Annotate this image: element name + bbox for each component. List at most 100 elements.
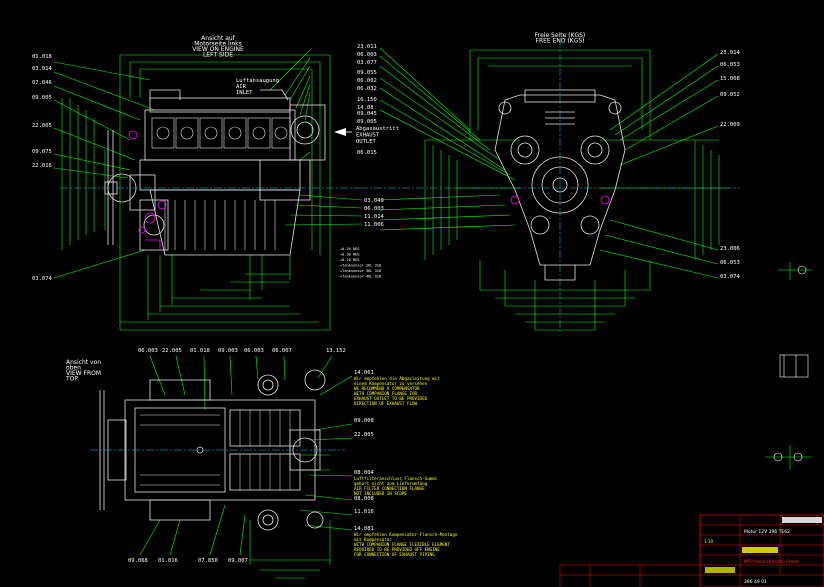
top-note-exhaust-piping: Wir empfehlen Kompensator-Flansch-Montag… <box>354 532 458 557</box>
callout-label: 08.004 <box>354 470 375 476</box>
callout-label: 09.045 <box>357 111 377 117</box>
callout-label: 01.016 <box>158 558 178 564</box>
callout-label: 11.006 <box>364 222 384 228</box>
callout-label: 03.074 <box>720 274 741 280</box>
callout-label: 06.032 <box>357 86 377 92</box>
callout-label: 06.003 <box>244 348 264 354</box>
callout-label: 03.074 <box>32 276 53 282</box>
titleblock-sheet-number: 396 49 01 <box>744 579 767 585</box>
callout-label: 06.015 <box>357 150 377 156</box>
callout-label: 14.081 <box>354 526 374 532</box>
callout-label: 06.003 <box>357 52 377 58</box>
note-line: WITH COMPANION FLANGE FLEXIBLE ELEMENT <box>354 542 450 547</box>
left-callouts-right: 23.011 06.003 03.077 09.055 06.002 06.032 16.1… <box>357 44 377 156</box>
left-callouts-left: 01.01803.01407.04609.00522.00509.07522.0… <box>32 54 53 282</box>
title-line: Luftansaugung <box>236 78 279 84</box>
callout-label: 09.068 <box>128 558 148 564</box>
top-engine-ribs <box>140 410 291 490</box>
note-line: REQUIRED TO BE PROVIDED OFF ENGINE <box>354 547 440 552</box>
left-dimension-lines <box>53 47 516 331</box>
callout-label: 01.018 <box>32 54 52 60</box>
note-line: AIR FILTER CONNECTION FLANGE <box>354 486 425 491</box>
callout-label: 09.007 <box>228 558 248 564</box>
callout-label: 09.055 <box>357 70 377 76</box>
callout-label: 16.150 <box>357 97 377 103</box>
callout-label: 23.014 <box>720 50 741 56</box>
note-line: mit Kompensator <box>354 537 392 542</box>
callout-label: 23.011 <box>357 44 377 50</box>
note-line: einem Kompensator zu versehen <box>354 381 428 386</box>
detail-sketches <box>765 262 812 470</box>
callout-label: 23.006 <box>720 246 740 252</box>
title-line: EXHAUST <box>356 133 380 139</box>
note-line: Luftfilteranschluss Flansch-Gummi <box>354 476 438 481</box>
callout-label: 01.018 <box>190 348 210 354</box>
title-line: TOP <box>65 376 78 383</box>
callout-label: 09.003 <box>218 348 238 354</box>
title-line: Motorseite links <box>194 41 242 48</box>
top-callouts-bottom: 09.068 01.016 07.850 09.007 <box>128 558 248 564</box>
left-engine-body <box>104 89 326 256</box>
callout-label: 07.850 <box>198 558 218 564</box>
left-cylinder-heads <box>151 117 291 250</box>
callout-label: 13.152 <box>326 348 346 354</box>
callout-label: 06.007 <box>272 348 292 354</box>
callout-label: 14.08 <box>357 105 374 111</box>
title-line: Abgasaustritt <box>356 126 399 132</box>
callout-label: 22.009 <box>720 122 740 128</box>
top-callouts-top: 06.003 22.005 01.018 09.003 06.003 06.007 13.1… <box>138 348 346 354</box>
callout-label: 03.049 <box>364 198 384 204</box>
title-line: AIR <box>236 84 247 90</box>
title-line: OUTLET <box>356 139 377 145</box>
title-line: VIEW ON ENGINE <box>192 46 244 53</box>
legend-entry: +0.38 REG <box>340 253 359 257</box>
front-callouts: 23.014 06.053 15.008 09.052 22.009 23.006 06.0… <box>720 50 741 280</box>
note-line: gehort nicht zum Lieferumfang <box>354 481 428 486</box>
legend-entry: +0.20 REG <box>340 247 359 251</box>
note-line: DIRECTION OF EXHAUST FLOW <box>354 401 418 406</box>
callout-label: 09.052 <box>720 92 740 98</box>
legend-entry: +Tanksensor 4KL 318 <box>340 275 381 279</box>
callout-label: 06.003 <box>364 206 384 212</box>
left-legend: +0.20 REG +0.38 REG+0.10 REG +Tanksensor 2… <box>340 247 381 279</box>
callout-label: 06.003 <box>138 348 158 354</box>
left-detail-parts <box>128 130 167 250</box>
callout-label: 07.046 <box>32 80 52 86</box>
callout-label: 06.053 <box>720 260 740 266</box>
top-note-air-filter: Luftfilteranschluss Flansch-Gummigehort … <box>354 476 438 496</box>
title-block: Motor 12V 396 TE62 MTU Friedrichshafen G… <box>559 514 824 587</box>
callout-label: 03.014 <box>32 66 53 72</box>
callout-label: 22.005 <box>162 348 182 354</box>
note-line: WE RECOMMEND A COMPENSATOR <box>354 386 420 391</box>
title-line: Ansicht auf <box>201 35 236 42</box>
callout-label: 22.005 <box>354 432 374 438</box>
front-detail-parts <box>510 195 610 205</box>
title-line: INLET <box>236 90 253 96</box>
callout-label: 09.075 <box>32 149 52 155</box>
title-line: VIEW FROM <box>66 370 101 377</box>
legend-entry: +Tanksensor 2KL 318 <box>340 264 381 268</box>
legend-entry: +0.10 REG <box>340 258 359 262</box>
top-note-compensator: Wir empfehlen die Abgasleitung miteinem … <box>354 376 440 406</box>
callout-label: 09.005 <box>32 95 52 101</box>
note-line: Wir empfehlen die Abgasleitung mit <box>354 376 440 381</box>
callout-label: 11.016 <box>354 509 374 515</box>
note-line: Wir empfehlen Kompensator-Flansch-Montag… <box>354 532 458 537</box>
legend-entry: +Tanksensor 3KL 318 <box>340 269 381 273</box>
note-line: FOR CONNECTION OF EXHAUST PIPING <box>354 552 435 557</box>
callout-label: 15.008 <box>720 76 740 82</box>
callout-label: 09.008 <box>354 418 374 424</box>
view-free-end: Freie Seite (KGS)FREE END (KGS) <box>360 32 741 335</box>
callout-label: 03.077 <box>357 60 377 66</box>
top-leader-lines <box>139 355 353 579</box>
titleblock-model: Motor 12V 396 TE62 <box>744 529 790 535</box>
titleblock-scale: 1:10 <box>704 539 713 544</box>
callout-label: 06.002 <box>357 78 377 84</box>
callout-label: 06.053 <box>720 62 740 68</box>
exhaust-arrow <box>334 128 352 136</box>
title-line: oben <box>66 365 81 372</box>
